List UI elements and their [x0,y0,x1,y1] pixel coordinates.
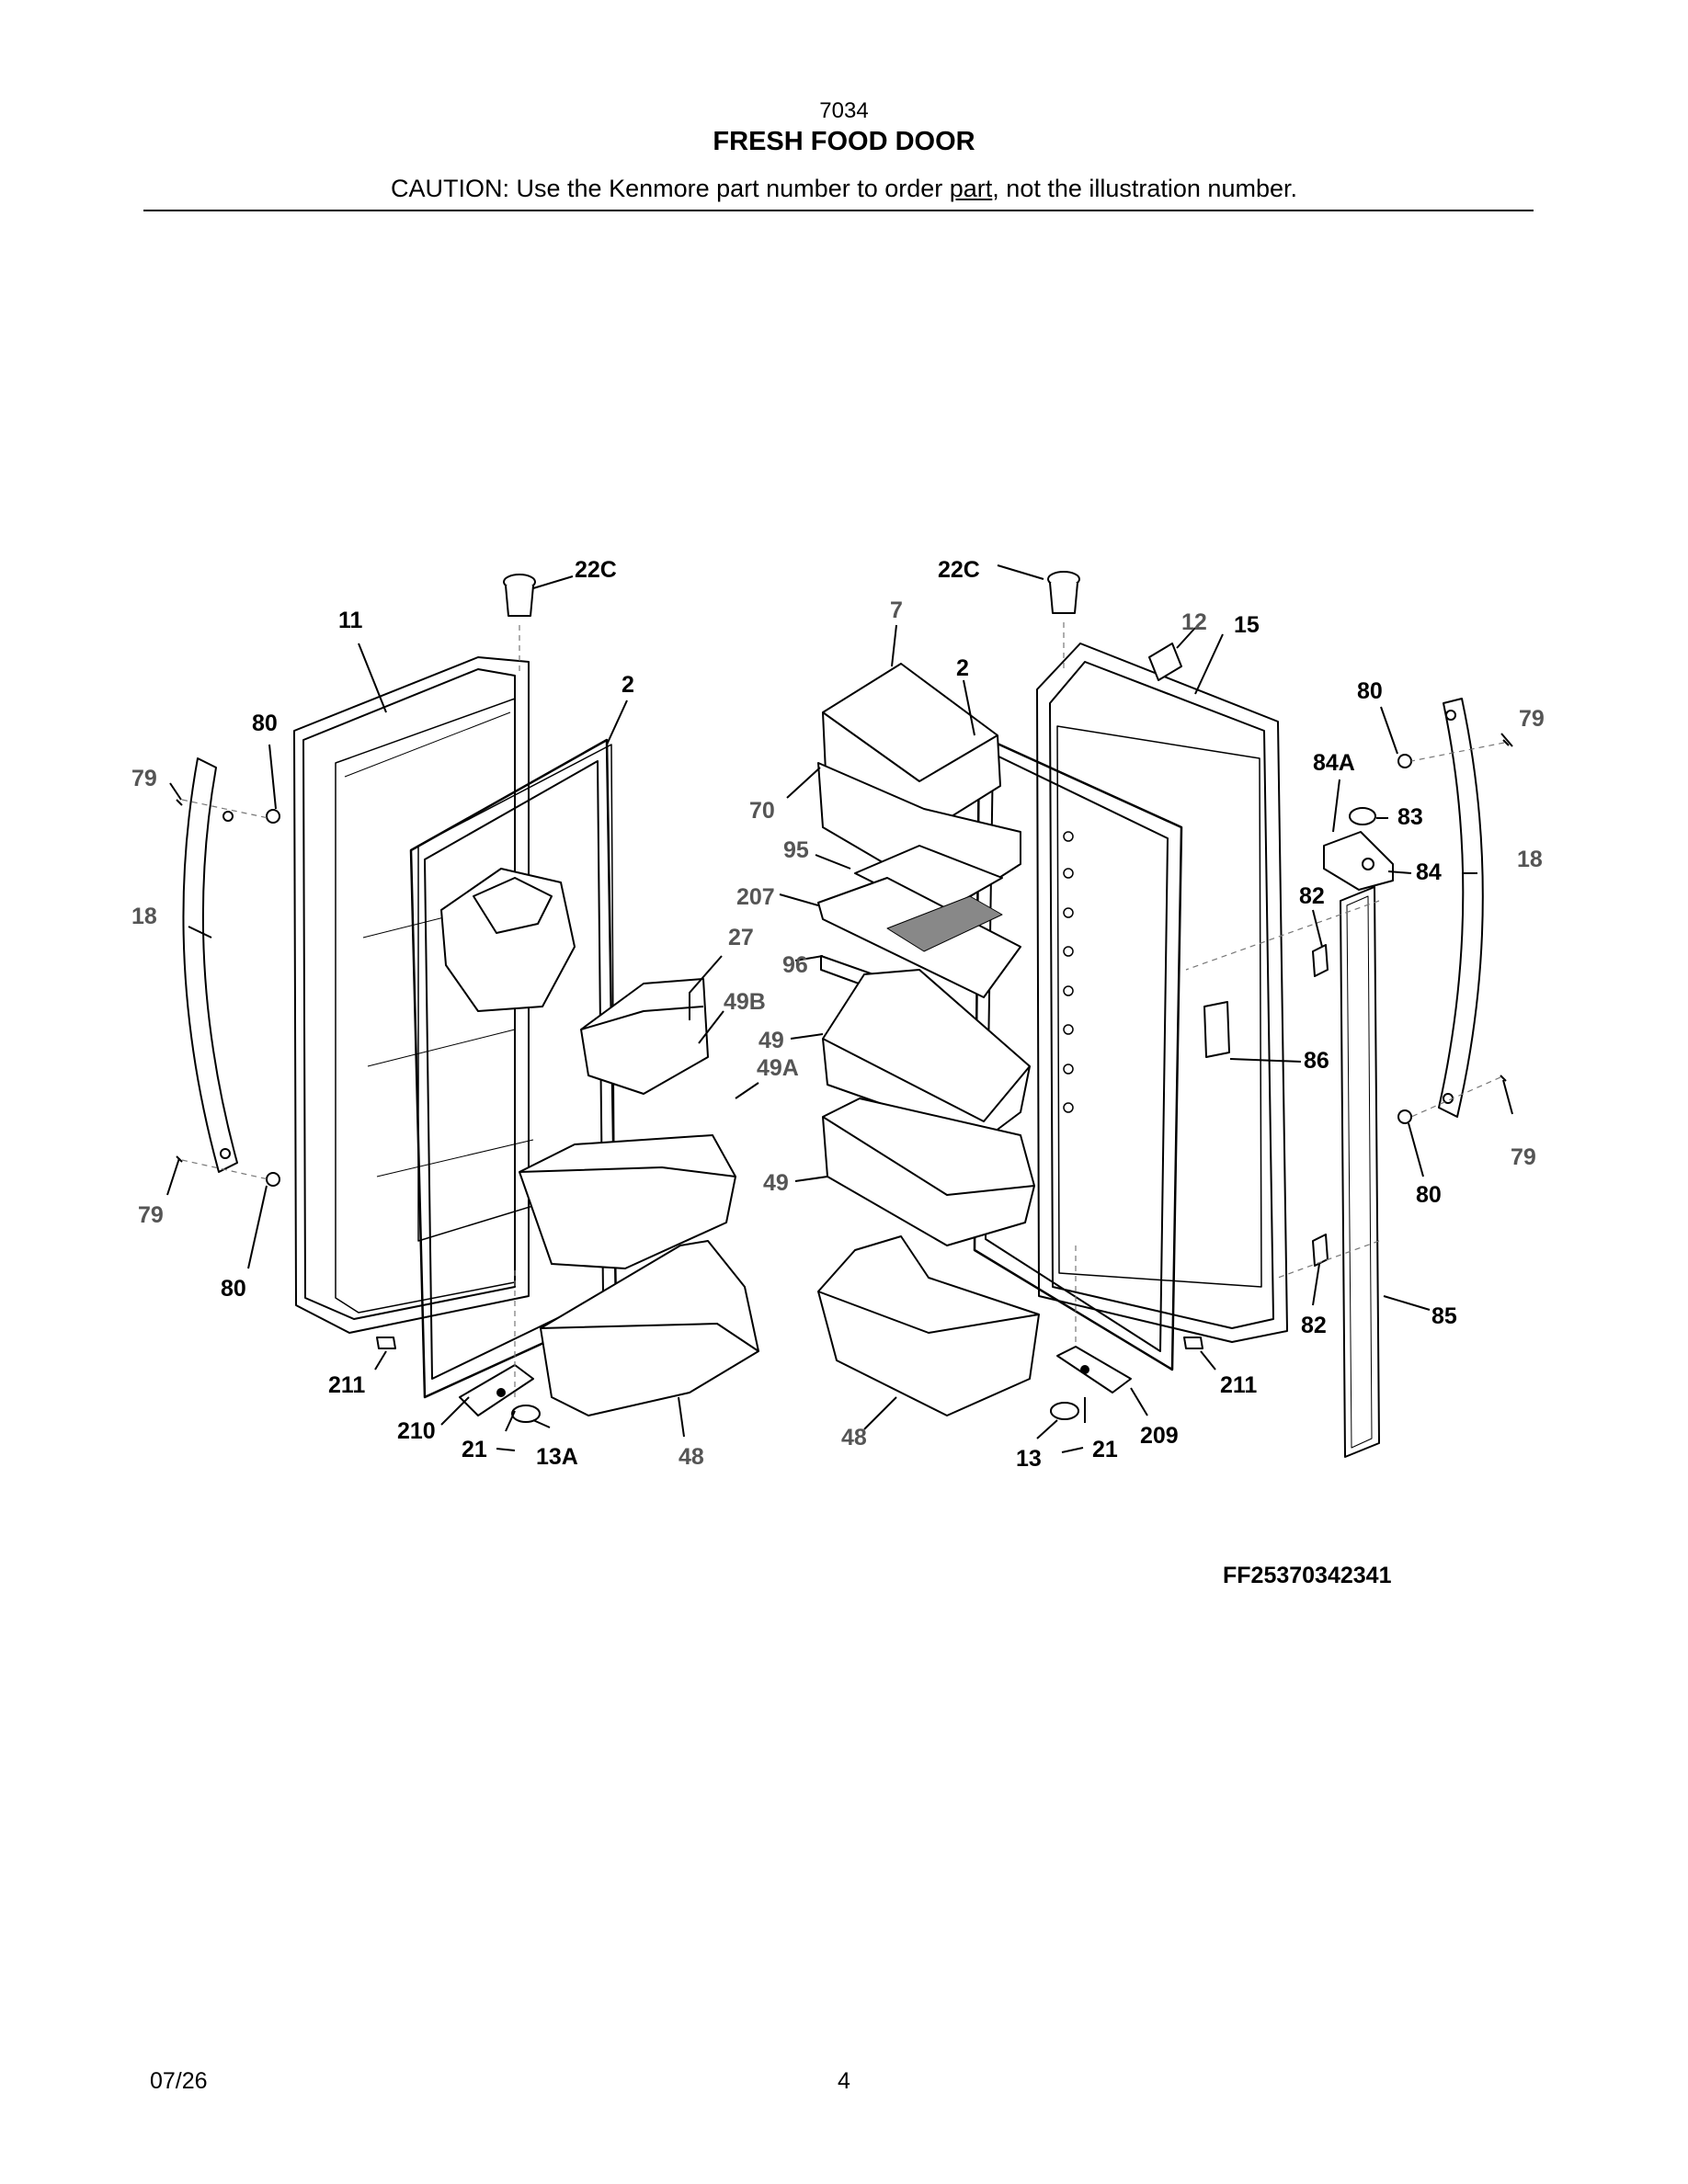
callout-86: 86 [1304,1048,1329,1074]
callout-79-right-bottom: 79 [1511,1144,1536,1170]
callout-labels: 22C 11 2 80 79 18 27 49B 49A 79 80 211 2… [131,557,1545,1472]
callout-209: 209 [1140,1423,1179,1449]
callout-84: 84 [1416,859,1442,885]
callout-210: 210 [397,1418,436,1444]
door-stops-211 [376,1337,1203,1349]
callout-12: 12 [1181,609,1207,635]
right-door-tray-207 [817,877,1021,998]
assembly-guide-lines [181,622,1505,1397]
callout-21-right: 21 [1092,1437,1118,1462]
callout-80-right-bottom: 80 [1416,1182,1442,1208]
callout-80-left-top: 80 [252,711,278,736]
left-door-bin-49b [580,978,709,1095]
left-door-outer-panel [293,656,530,1334]
footer-date: 07/26 [150,2068,208,2094]
callout-79-left-bottom: 79 [138,1202,164,1228]
right-door-bin-49-upper [822,969,1031,1141]
callout-2-left: 2 [622,672,634,698]
caution-text-start: CAUTION: Use the Kenmore part number to … [391,175,950,202]
right-door-cap-22c [1047,571,1080,614]
right-door-bin-49-lower [822,1098,1035,1246]
left-dispenser-chute [440,868,576,1012]
right-hinge-assembly [1050,1346,1132,1420]
callout-79-right-top: 79 [1519,706,1545,732]
callout-79-left-top: 79 [131,766,157,791]
callout-85: 85 [1431,1303,1457,1329]
callout-18-left: 18 [131,904,157,929]
callout-13a: 13A [536,1444,578,1470]
callout-2-right: 2 [956,655,969,681]
callout-7: 7 [890,597,903,623]
callout-95: 95 [783,837,809,863]
callout-82-top: 82 [1299,883,1325,909]
callout-83: 83 [1397,804,1423,830]
caution-note: CAUTION: Use the Kenmore part number to … [0,175,1688,203]
right-door-handle [1438,698,1484,1118]
page-title: FRESH FOOD DOOR [713,127,975,156]
header-rule [143,210,1534,211]
callout-22c-right: 22C [938,557,980,583]
callout-48-right: 48 [841,1425,867,1450]
right-door-label-12 [1148,643,1182,681]
left-door-cap-22c [503,574,536,617]
right-door-plug-83 [1349,807,1376,825]
callout-96: 96 [782,952,808,978]
callout-49-upper: 49 [758,1028,784,1053]
caution-underlined-word: part [949,175,993,202]
callout-80-right-top: 80 [1357,678,1383,704]
callout-22c-left: 22C [575,557,617,583]
callout-207: 207 [736,884,775,910]
left-door-handle [182,757,238,1173]
callout-211-left: 211 [328,1372,365,1398]
callout-48-left: 48 [679,1444,704,1470]
left-door-bin-48 [540,1240,759,1416]
model-number: 7034 [819,98,869,123]
right-handle-screws [1397,739,1510,1124]
callout-49-lower: 49 [763,1170,789,1196]
callout-49b: 49B [724,989,766,1015]
right-door-bracket-84 [1323,831,1394,891]
callout-11: 11 [338,608,363,633]
right-door-trim-85 [1340,886,1380,1458]
page-number: 4 [838,2068,850,2094]
right-door-bin-48 [817,1235,1040,1416]
callout-70: 70 [749,798,775,824]
callout-13: 13 [1016,1446,1042,1472]
left-door-bin-49a [519,1134,736,1269]
callout-leader-lines [166,564,1513,1453]
figure-code: FF25370342341 [1223,1563,1392,1588]
right-door-switch-86 [1203,1001,1230,1058]
callout-84a: 84A [1313,750,1355,776]
caution-text-end: , not the illustration number. [992,175,1297,202]
callout-15: 15 [1234,612,1260,638]
callout-18-right: 18 [1517,847,1543,872]
callout-27: 27 [728,925,754,950]
callout-82-bottom: 82 [1301,1313,1327,1338]
callout-80-left-bottom: 80 [221,1276,246,1302]
callout-49a: 49A [757,1055,799,1081]
right-door-clips-82 [1312,944,1329,1267]
callout-21-left: 21 [462,1437,487,1462]
right-door-outer-panel [1036,643,1288,1343]
callout-211-right: 211 [1220,1372,1257,1398]
left-hinge-assembly [459,1364,541,1423]
